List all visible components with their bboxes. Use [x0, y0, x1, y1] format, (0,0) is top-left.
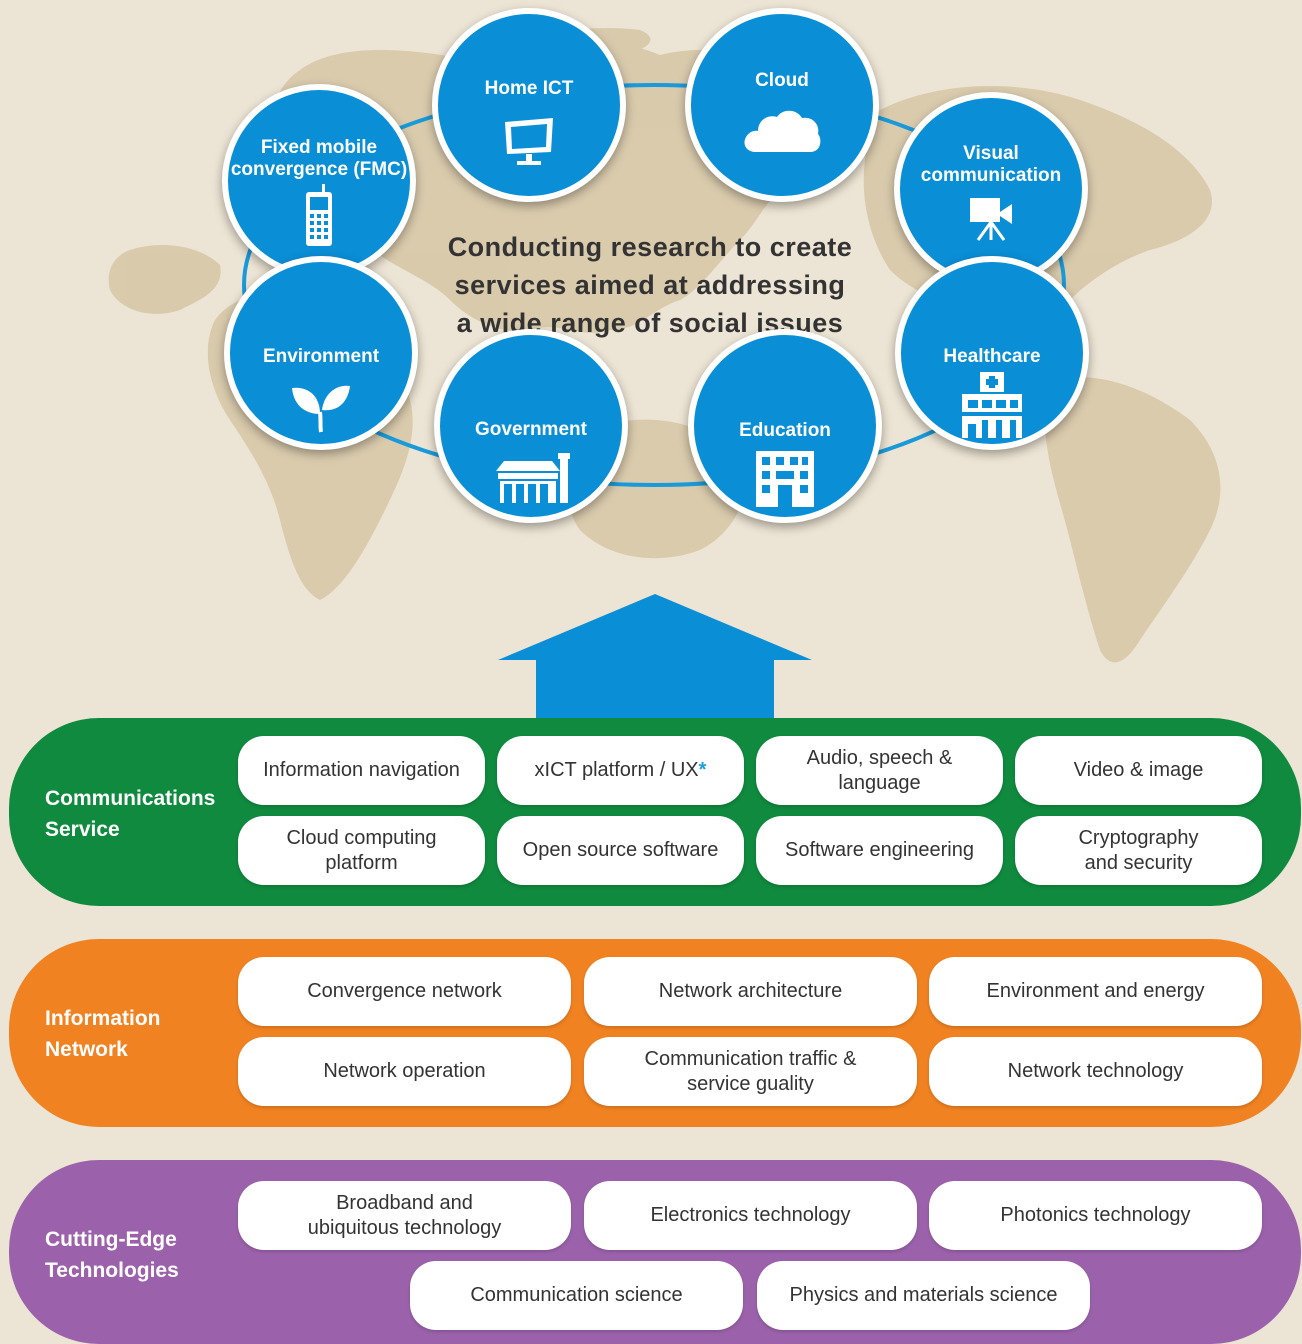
mobile-phone-icon	[302, 184, 336, 253]
pill-network-architecture: Network architecture	[584, 957, 917, 1026]
pill-label: Information navigation	[263, 759, 460, 781]
hospital-icon	[960, 372, 1024, 443]
pill-xict-platform: xICT platform / UX*	[497, 736, 744, 805]
pill-label: Video & image	[1073, 759, 1204, 781]
pill-communication-science: Communication science	[410, 1261, 743, 1330]
pill-label: Software engineering	[784, 839, 974, 861]
monitor-icon	[501, 116, 557, 173]
pill-label: Audio, speech & language	[806, 746, 953, 794]
pill-open-source-software: Open source software	[497, 816, 744, 885]
pill-label: Electronics technology	[650, 1204, 851, 1226]
circle-environment: Environment	[224, 256, 418, 450]
circle-education: Education	[688, 329, 882, 523]
asterisk-footnote-mark: *	[698, 759, 707, 781]
pill-label: Broadband and ubiquitous technology	[307, 1191, 502, 1239]
pill-video-image: Video & image	[1015, 736, 1262, 805]
government-building-icon	[494, 451, 576, 508]
circle-label: Environment	[262, 346, 380, 367]
headline: Conducting research to create services a…	[447, 232, 853, 338]
pill-label: Network architecture	[658, 980, 843, 1002]
pill-cloud-computing-platform: Cloud computing platform	[238, 816, 485, 885]
pill-audio-speech-language: Audio, speech & language	[756, 736, 1003, 805]
circle-government: Government	[434, 329, 628, 523]
leaf-sprout-icon	[286, 380, 356, 439]
pill-software-engineering: Software engineering	[756, 816, 1003, 885]
pill-network-technology: Network technology	[929, 1037, 1262, 1106]
pill-label: Communication traffic & service guality	[644, 1047, 857, 1095]
upward-arrow-icon	[498, 594, 812, 722]
circle-label: Home ICT	[484, 78, 574, 99]
pill-label: Physics and materials science	[789, 1284, 1058, 1306]
pill-communication-traffic: Communication traffic & service guality	[584, 1037, 917, 1106]
pill-physics-materials-science: Physics and materials science	[757, 1261, 1090, 1330]
circle-fmc: Fixed mobile convergence (FMC)	[222, 84, 416, 278]
circle-label: Healthcare	[943, 346, 1041, 367]
circle-label: Fixed mobile convergence (FMC)	[230, 137, 408, 180]
video-camera-icon	[966, 194, 1016, 247]
pill-network-operation: Network operation	[238, 1037, 571, 1106]
pill-label: Open source software	[522, 839, 719, 861]
cloud-icon	[742, 106, 822, 161]
pill-broadband-ubiquitous: Broadband and ubiquitous technology	[238, 1181, 571, 1250]
pill-label: xICT platform / UX	[534, 759, 699, 781]
pill-cryptography-security: Cryptography and security	[1015, 816, 1262, 885]
pill-label: Cryptography and security	[1078, 826, 1199, 874]
pill-label: Cloud computing platform	[286, 826, 437, 874]
pill-environment-energy: Environment and energy	[929, 957, 1262, 1026]
pill-label: Convergence network	[307, 980, 502, 1002]
band-title: Communications Service	[45, 787, 216, 841]
circle-cloud: Cloud	[685, 8, 879, 202]
circle-label: Government	[475, 419, 587, 440]
pill-label: Network operation	[323, 1060, 486, 1082]
circle-label: Visual communication	[920, 143, 1062, 186]
pill-label: Photonics technology	[1000, 1204, 1191, 1226]
pill-label: Network technology	[1007, 1060, 1184, 1082]
circle-label: Cloud	[755, 70, 809, 91]
circle-home-ict: Home ICT	[432, 8, 626, 202]
band-title: Information Network	[45, 1007, 161, 1061]
circle-visual-communication: Visual communication	[894, 92, 1088, 286]
pill-label: Environment and energy	[986, 980, 1205, 1002]
pill-information-navigation: Information navigation	[238, 736, 485, 805]
school-building-icon	[754, 451, 816, 512]
pill-electronics-technology: Electronics technology	[584, 1181, 917, 1250]
pill-photonics-technology: Photonics technology	[929, 1181, 1262, 1250]
circle-label: Education	[739, 420, 831, 441]
circle-healthcare: Healthcare	[895, 256, 1089, 450]
band-title: Cutting-Edge Technologies	[45, 1228, 179, 1282]
pill-convergence-network: Convergence network	[238, 957, 571, 1026]
pill-label: Communication science	[470, 1284, 683, 1306]
